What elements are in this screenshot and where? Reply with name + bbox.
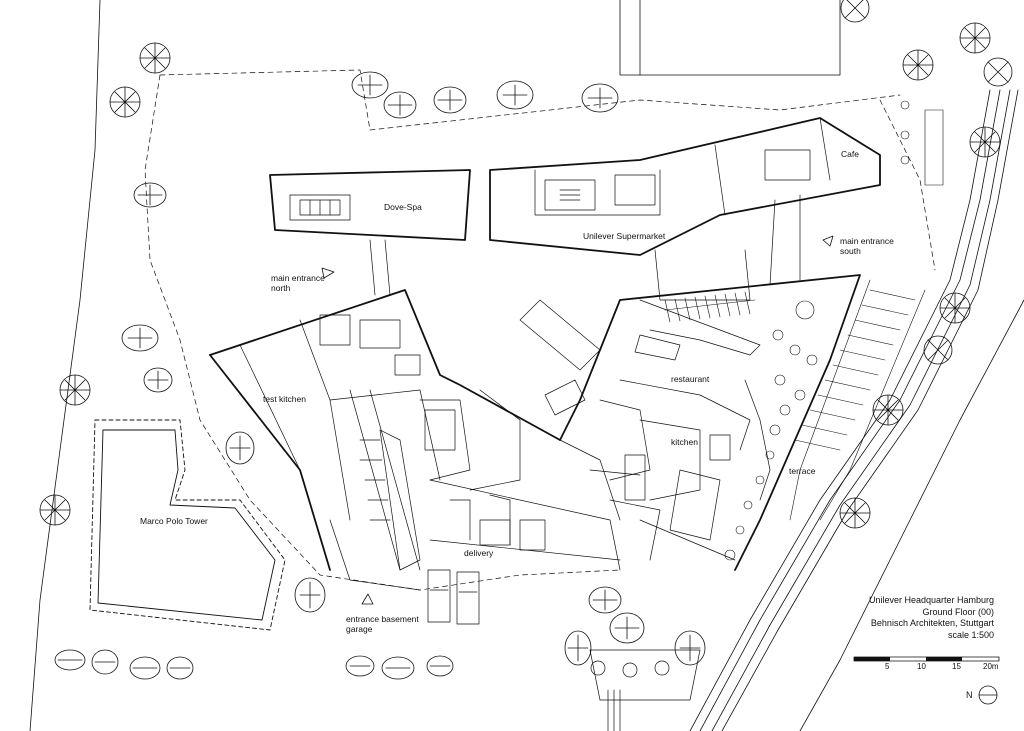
title-block: Unilever Headquarter Hamburg Ground Floo…	[869, 595, 994, 641]
trees	[39, 0, 1013, 680]
scale-tick-label: 15	[952, 662, 961, 671]
label-terrace: terrace	[789, 466, 816, 476]
label-supermarket: Unilever Supermarket	[583, 231, 666, 241]
terrace-furniture	[724, 300, 818, 561]
label-entrance-basement-garage: entrance basement garage	[346, 614, 419, 634]
title-project: Unilever Headquarter Hamburg	[868, 595, 994, 605]
site-edges	[29, 0, 1024, 731]
label-restaurant: restaurant	[671, 374, 710, 384]
east-wing	[559, 274, 861, 571]
label-cafe: Cafe	[841, 149, 859, 159]
terrace-steps	[789, 279, 926, 521]
restaurant-seating	[664, 291, 756, 323]
label-main-entrance-south: main entrance south	[840, 236, 894, 256]
scale-tick-label: 10	[917, 662, 926, 671]
label-dove-spa: Dove-Spa	[384, 202, 422, 212]
entrance-markers	[321, 235, 834, 605]
interior-west	[239, 314, 521, 591]
north-arrow-icon	[978, 685, 998, 705]
label-test-kitchen: test kitchen	[263, 394, 306, 404]
title-architect: Behnisch Architekten, Stuttgart	[870, 618, 994, 628]
scale-tick-label: 20m	[983, 662, 999, 671]
marco-polo-tower	[89, 419, 286, 631]
label-delivery: delivery	[464, 548, 494, 558]
interior-center	[429, 299, 621, 571]
garage-ramp	[427, 569, 480, 625]
label-marco-polo-tower: Marco Polo Tower	[140, 516, 208, 526]
label-main-entrance-north: main entrance north	[271, 273, 325, 293]
west-wing	[209, 289, 561, 571]
north-label: N	[966, 690, 973, 700]
scale-tick-label: 5	[885, 662, 890, 671]
interior-east	[589, 299, 771, 561]
dove-spa-building	[269, 169, 471, 241]
supermarket-building	[489, 117, 881, 256]
title-scale: scale 1:500	[947, 629, 994, 640]
site-paths	[144, 69, 936, 591]
label-kitchen: kitchen	[671, 437, 698, 447]
title-floor: Ground Floor (00)	[922, 606, 994, 617]
